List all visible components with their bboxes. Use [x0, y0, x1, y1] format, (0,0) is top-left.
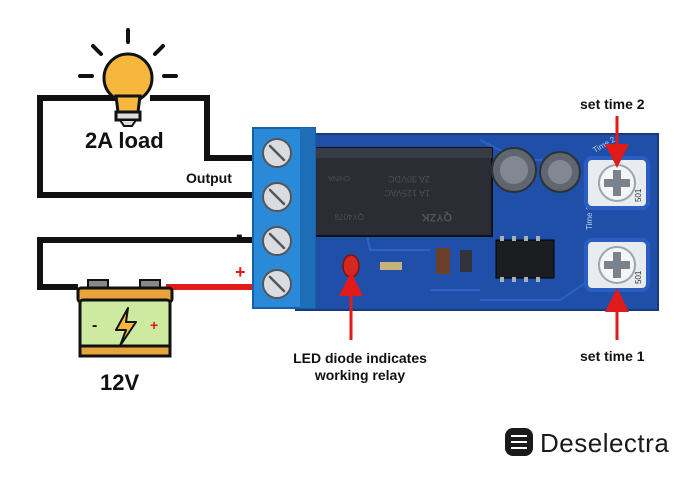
capacitors	[491, 147, 581, 193]
positive-terminal-label: +	[235, 262, 246, 282]
battery-icon: - +	[76, 279, 174, 358]
relay-model: QY4078	[334, 212, 364, 221]
potentiometer-time-2: 501	[584, 156, 650, 210]
potentiometer-time-1: 501	[584, 238, 650, 292]
set-time-2-label: set time 2	[580, 96, 645, 112]
lightning-bolt-icon	[115, 307, 137, 347]
annotation-arrows	[339, 116, 629, 340]
battery-voltage-label: 12V	[100, 370, 140, 395]
output-label: Output	[186, 170, 232, 186]
led-note-line2: working relay	[314, 367, 406, 383]
brand-name: Deselectra	[540, 428, 670, 458]
terminal-block	[252, 127, 316, 309]
light-bulb-icon	[78, 28, 178, 127]
negative-terminal-label: -	[236, 224, 243, 246]
set-time-1-label: set time 1	[580, 348, 645, 364]
relay-board: 2A 30VDC 1A 125VAC CHINA QYZK QY4078	[295, 133, 659, 311]
led-note-line1: LED diode indicates	[293, 350, 427, 366]
svg-text:-: -	[92, 317, 97, 334]
relay-origin: CHINA	[328, 174, 350, 181]
led-note: LED diode indicates working relay	[275, 350, 445, 384]
relay: 2A 30VDC 1A 125VAC CHINA QYZK QY4078	[311, 147, 493, 237]
pot-code-1: 501	[634, 270, 643, 284]
silkscreen-time-1: Time 1	[585, 205, 594, 230]
battery-wire	[37, 237, 258, 290]
relay-rating-2: 2A 30VDC	[387, 174, 430, 184]
load-label: 2A load	[85, 128, 164, 153]
brand-chip-icon	[505, 428, 533, 456]
load-wire	[37, 95, 258, 198]
led-diode	[342, 254, 360, 278]
timer-chip	[495, 236, 555, 282]
relay-brand: QYZK	[421, 211, 452, 223]
relay-rating-1: 1A 125VAC	[384, 188, 430, 198]
svg-text:+: +	[150, 317, 158, 333]
pot-code-2: 501	[634, 188, 643, 202]
